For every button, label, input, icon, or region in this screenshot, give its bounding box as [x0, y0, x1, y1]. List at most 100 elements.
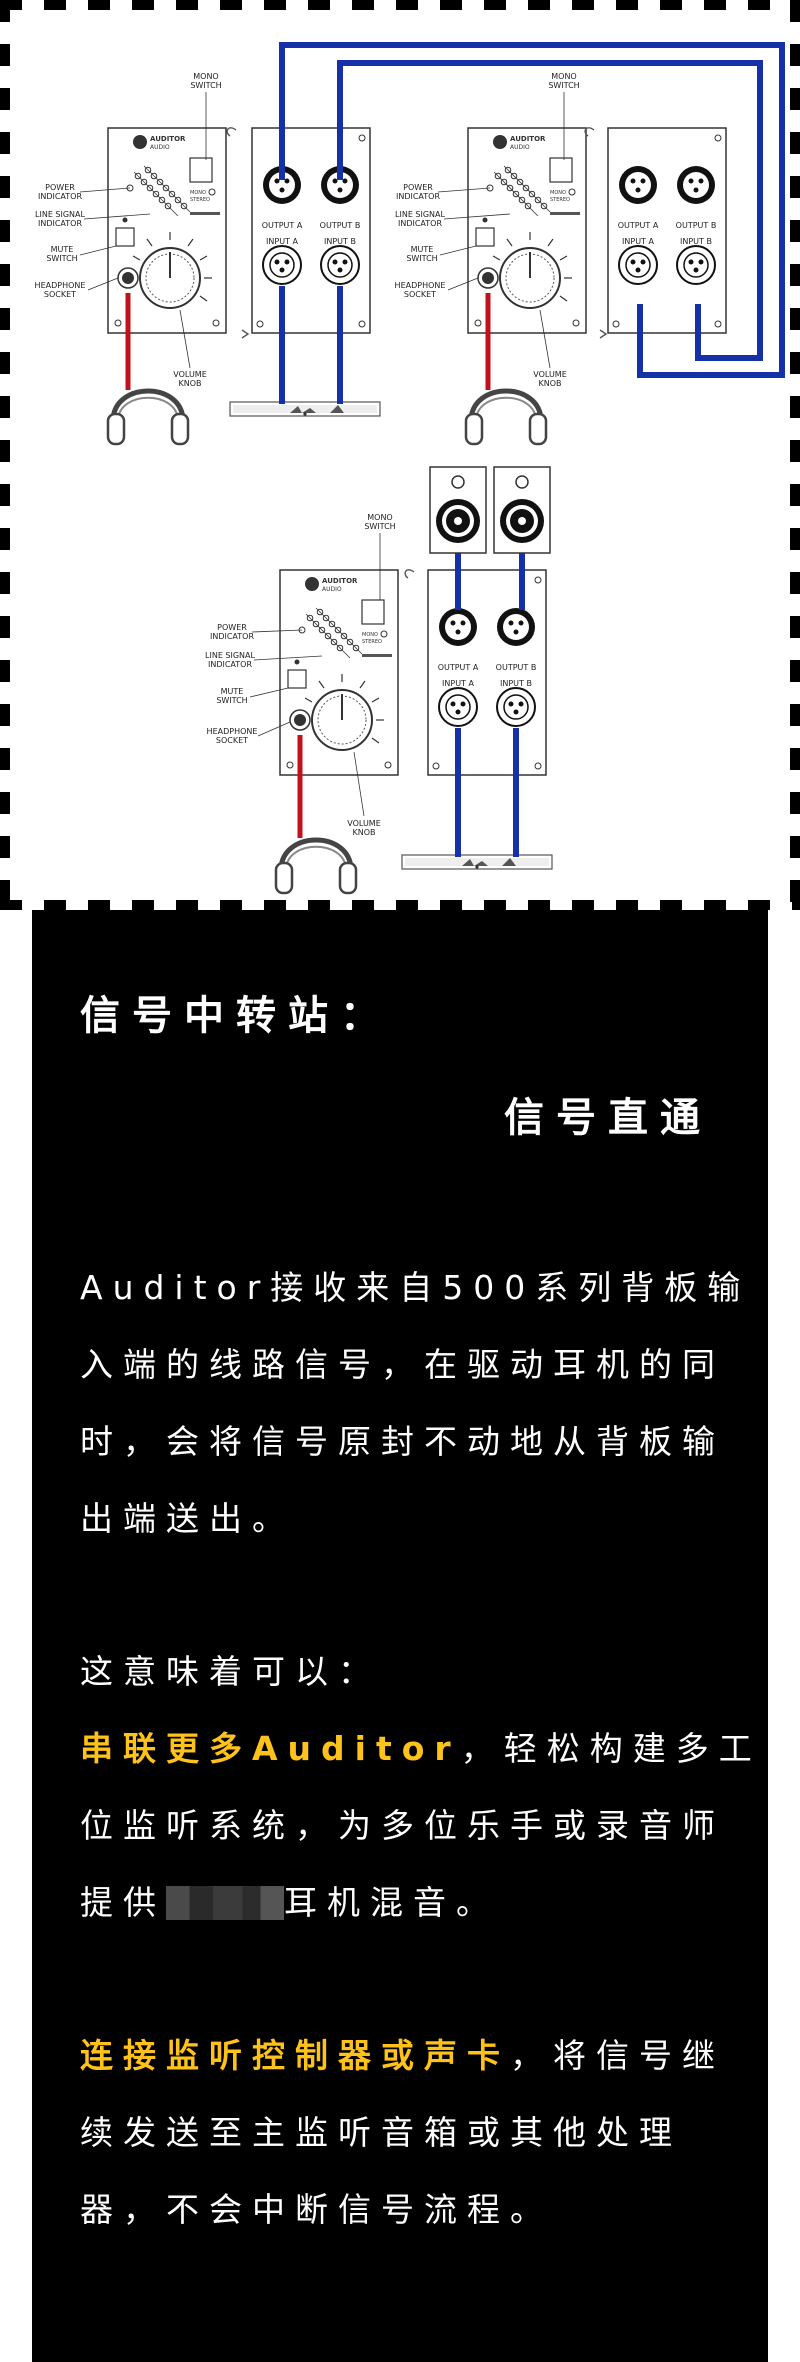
svg-text:SWITCH: SWITCH: [548, 81, 579, 90]
frame-dash: [220, 0, 242, 10]
frame-dash: [0, 44, 10, 66]
frame-dash: [0, 660, 10, 682]
frame-dash: [0, 132, 10, 154]
cables: [125, 42, 785, 857]
svg-text:INDICATOR: INDICATOR: [210, 632, 254, 641]
unit-top-right: [466, 127, 727, 444]
svg-text:INPUT A: INPUT A: [442, 679, 474, 688]
frame-dash: [792, 900, 800, 910]
svg-text:INPUT A: INPUT A: [266, 237, 298, 246]
frame-dash: [790, 616, 800, 638]
svg-text:OUTPUT A: OUTPUT A: [262, 221, 303, 230]
frame-dash: [748, 900, 770, 910]
frame-dash: [0, 88, 10, 110]
frame-dash: [0, 900, 22, 910]
frame-dash: [0, 836, 10, 858]
frame-dash: [264, 0, 286, 10]
frame-dash: [790, 0, 800, 22]
frame-dash: [264, 900, 286, 910]
frame-dash: [0, 308, 10, 330]
rack-device: [401, 854, 553, 870]
svg-text:OUTPUT B: OUTPUT B: [320, 221, 361, 230]
frame-dash: [790, 440, 800, 462]
svg-text:SWITCH: SWITCH: [46, 254, 77, 263]
frame-dash: [88, 0, 110, 10]
svg-text:INPUT B: INPUT B: [500, 679, 532, 688]
frame-dash: [352, 900, 374, 910]
frame-dash: [176, 0, 198, 10]
backplane-io: [607, 127, 727, 334]
svg-text:HEADPHONE: HEADPHONE: [207, 727, 258, 736]
headphones-icon: [108, 391, 188, 444]
dashed-border: [0, 0, 800, 910]
frame-dash: [0, 792, 10, 814]
para1-line2: 入端的线路信号，在驱动耳机的同: [80, 1345, 725, 1384]
label-mute-switch: MUTE: [51, 245, 74, 254]
para1-line4: 出端送出。: [80, 1499, 295, 1538]
frame-dash: [44, 0, 66, 10]
frame-dash: [352, 0, 374, 10]
svg-text:MONO: MONO: [367, 513, 392, 522]
frame-dash: [0, 440, 10, 462]
frame-dash: [790, 44, 800, 66]
frame-dash: [88, 900, 110, 910]
frame-dash: [0, 528, 10, 550]
point1-line1: 串联更多Auditor，轻松构建多工: [80, 1729, 762, 1768]
svg-text:SOCKET: SOCKET: [44, 290, 76, 299]
svg-text:VOLUME: VOLUME: [347, 819, 381, 828]
svg-text:SWITCH: SWITCH: [216, 696, 247, 705]
point2-highlight: 连接监听控制器或声卡: [80, 2036, 510, 2075]
point2-line1: 连接监听控制器或声卡，将信号继: [80, 2036, 725, 2075]
frame-dash: [0, 0, 10, 22]
para2-intro: 这意味着可以：: [80, 1652, 381, 1691]
frame-dash: [176, 900, 198, 910]
signal-flow-diagram: AUDITOR AUDIO MONO STEREO: [0, 0, 800, 910]
label-power-indicator: POWER: [45, 183, 75, 192]
svg-text:OUTPUT A: OUTPUT A: [438, 663, 479, 672]
frame-dash: [790, 572, 800, 594]
frame-dash: [0, 616, 10, 638]
frame-dash: [790, 660, 800, 682]
frame-dash: [616, 0, 638, 10]
arrow-icons: [226, 127, 608, 579]
frame-dash: [790, 396, 800, 418]
speaker-right-icon: [493, 466, 551, 554]
backplane-io: [427, 569, 547, 776]
frame-dash: [0, 0, 22, 10]
frame-dash: [484, 0, 506, 10]
frame-dash: [790, 748, 800, 770]
frame-dash: [0, 220, 10, 242]
svg-text:INDICATOR: INDICATOR: [38, 192, 82, 201]
svg-text:INPUT B: INPUT B: [680, 237, 712, 246]
point2-line3: 器，不会中断信号流程。: [80, 2190, 553, 2229]
svg-text:SWITCH: SWITCH: [190, 81, 221, 90]
frame-dash: [790, 484, 800, 506]
frame-dash: [396, 0, 418, 10]
svg-text:OUTPUT A: OUTPUT A: [618, 221, 659, 230]
svg-text:KNOB: KNOB: [538, 379, 561, 388]
cable-blue: [337, 60, 763, 361]
frame-dash: [484, 900, 506, 910]
rack-device: [229, 401, 381, 417]
svg-text:SWITCH: SWITCH: [364, 522, 395, 531]
label-volume-knob: VOLUME: [173, 370, 207, 379]
point2-line2: 续发送至主监听音箱或其他处理: [80, 2113, 682, 2152]
para1-line1: Auditor接收来自500系列背板输: [80, 1268, 751, 1307]
frame-dash: [0, 176, 10, 198]
svg-text:OUTPUT B: OUTPUT B: [496, 663, 537, 672]
frame-dash: [308, 900, 330, 910]
frame-dash: [704, 0, 726, 10]
frame-dash: [528, 0, 550, 10]
headphones-icon: [276, 840, 356, 893]
frame-dash: [528, 900, 550, 910]
svg-text:KNOB: KNOB: [178, 379, 201, 388]
frame-dash: [44, 900, 66, 910]
svg-text:INDICATOR: INDICATOR: [398, 219, 442, 228]
svg-text:VOLUME: VOLUME: [533, 370, 567, 379]
frame-dash: [748, 0, 770, 10]
svg-text:INDICATOR: INDICATOR: [38, 219, 82, 228]
frame-dash: [132, 900, 154, 910]
svg-text:MUTE: MUTE: [221, 687, 244, 696]
frame-dash: [220, 900, 242, 910]
heading-signal-passthrough: 信号直通: [504, 1095, 712, 1141]
